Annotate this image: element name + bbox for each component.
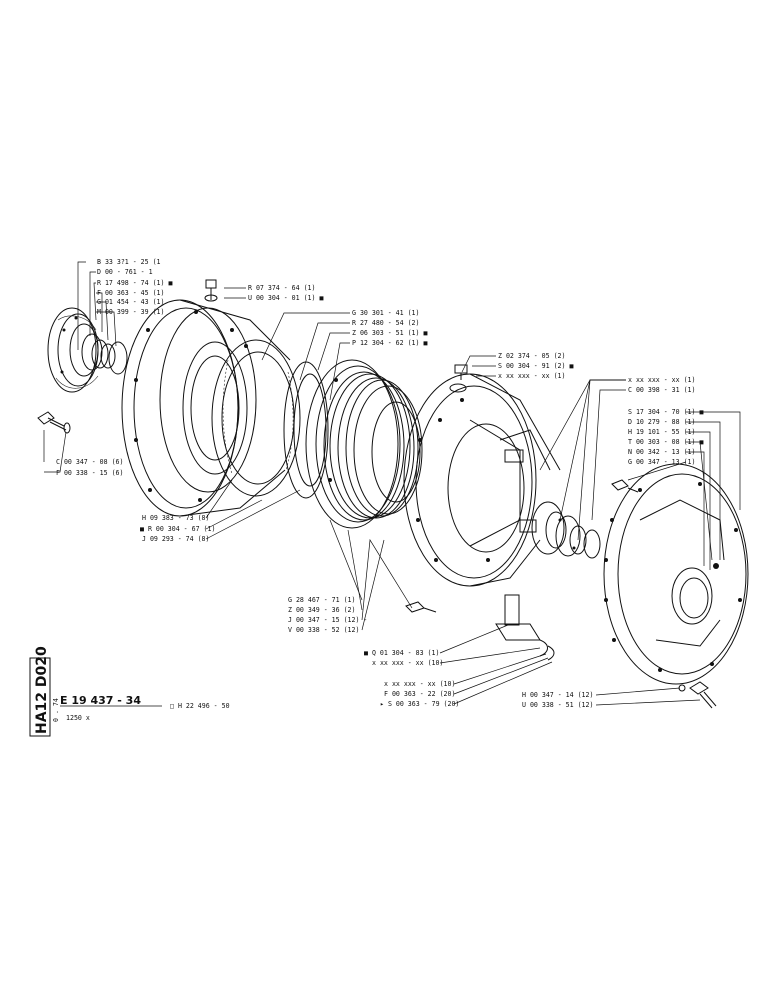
callout-left-screws-1: C 00 347 - 08 (6) — [56, 458, 124, 466]
callout-left-mid-2: ■ R 00 304 - 67 (1) — [140, 525, 215, 533]
right-cover — [603, 463, 749, 685]
callout-top-right-a-2: S 00 304 - 91 (2) ■ — [498, 362, 573, 370]
callout-top-left-5: G 01 454 - 43 (1) — [97, 298, 165, 306]
callout-right-1: S 17 304 - 70 (1) ■ — [628, 408, 703, 416]
callout-left-mid-1: H 09 383 - 73 (8) — [142, 514, 210, 522]
sheet-code-box — [29, 657, 51, 737]
main-housing-flange — [121, 299, 291, 517]
ref-sub: □ H 22 496 - 50 — [170, 702, 230, 710]
callout-top-left-4: F 00 363 - 45 (1) — [97, 289, 165, 297]
callout-bottom-lower-2: F 00 363 - 22 (20) — [384, 690, 455, 698]
left-screws — [37, 411, 71, 434]
callout-top-left-6: M 00 399 - 39 (1) — [97, 308, 165, 316]
callout-right-3: H 19 101 - 55 (1) — [628, 428, 696, 436]
sheet-code: HA12 D020 — [34, 646, 50, 734]
callout-right-2: D 10 279 - 88 (1) — [628, 418, 696, 426]
callout-left-screws-2: F 00 338 - 15 (6) — [56, 469, 124, 477]
callout-top-right-a-1: Z 02 374 - 05 (2) — [498, 352, 566, 360]
callout-bottom-lower-3: ▸ S 00 363 - 79 (20) — [380, 700, 459, 708]
callout-top-center-2: R 27 480 - 54 (2) — [352, 319, 420, 327]
left-end-cap — [47, 307, 128, 393]
callout-top-mid-1: R 07 374 - 64 (1) — [248, 284, 316, 292]
bottom-right-bolt — [678, 681, 717, 709]
callout-bottom-lower-1: x xx xxx - xx (10) — [384, 680, 455, 688]
callout-bottom-center-b-2: x xx xxx - xx (10) — [372, 659, 443, 667]
callout-bottom-center-1: G 28 467 - 71 (1) — [288, 596, 356, 604]
callout-right-5: N 00 342 - 13 (1) — [628, 448, 696, 456]
callout-top-right-a-3: x xx xxx - xx (1) — [498, 372, 566, 380]
top-plug — [454, 364, 468, 380]
model-label: 1250 x — [66, 714, 90, 722]
top-bolt — [204, 279, 218, 302]
callout-top-center-4: P 12 304 - 62 (1) ■ — [352, 339, 427, 347]
callout-left-mid-3: J 09 293 - 74 (8) — [142, 535, 210, 543]
callout-top-center-1: G 30 301 - 41 (1) — [352, 309, 420, 317]
small-marker: 0 . 74 — [52, 698, 60, 722]
callout-bottom-center-b-1: ■ Q 01 304 - 83 (1) — [364, 649, 439, 657]
callout-right-6: G 00 347 - 13 (1) — [628, 458, 696, 466]
callout-bottom-center-2: Z 00 349 - 36 (2) — [288, 606, 356, 614]
callout-bottom-center-4: V 00 338 - 52 (12) — [288, 626, 359, 634]
ref-main: E 19 437 - 34 — [60, 694, 141, 707]
leader-lines — [43, 261, 741, 707]
parts-drawing — [37, 279, 749, 709]
callout-top-right-b-1: x xx xxx - xx (1) — [628, 376, 696, 384]
callout-bottom-right-2: U 00 338 - 51 (12) — [522, 701, 593, 709]
callout-top-right-b-2: C 00 398 - 31 (1) — [628, 386, 696, 394]
separator-disc — [283, 361, 329, 499]
title-block: HA12 D020 E 19 437 - 34 □ H 22 496 - 50 … — [29, 646, 230, 737]
right-top-screw — [611, 479, 639, 493]
callout-top-mid-2: U 00 304 - 01 (1) ■ — [248, 294, 323, 302]
callout-right-4: T 00 303 - 08 (1) ■ — [628, 438, 703, 446]
planet-carrier-housing — [403, 373, 561, 587]
callout-bottom-right-1: H 00 347 - 14 (12) — [522, 691, 593, 699]
callout-top-left-3: R 17 498 - 74 (1) ■ — [97, 279, 172, 287]
callout-top-left-1: B 33 3?1 - 25 (1 — [97, 258, 161, 266]
central-shaft — [531, 501, 601, 559]
callout-labels: B 33 3?1 - 25 (1 D 00 - 761 - 1 R 17 498… — [56, 258, 703, 709]
callout-top-center-3: Z 06 303 - 51 (1) ■ — [352, 329, 427, 337]
callout-bottom-center-3: J 00 347 - 15 (12) - — [288, 616, 367, 624]
callout-top-left-2: D 00 - 761 - 1 — [97, 268, 153, 276]
clutch-pack — [305, 359, 423, 529]
